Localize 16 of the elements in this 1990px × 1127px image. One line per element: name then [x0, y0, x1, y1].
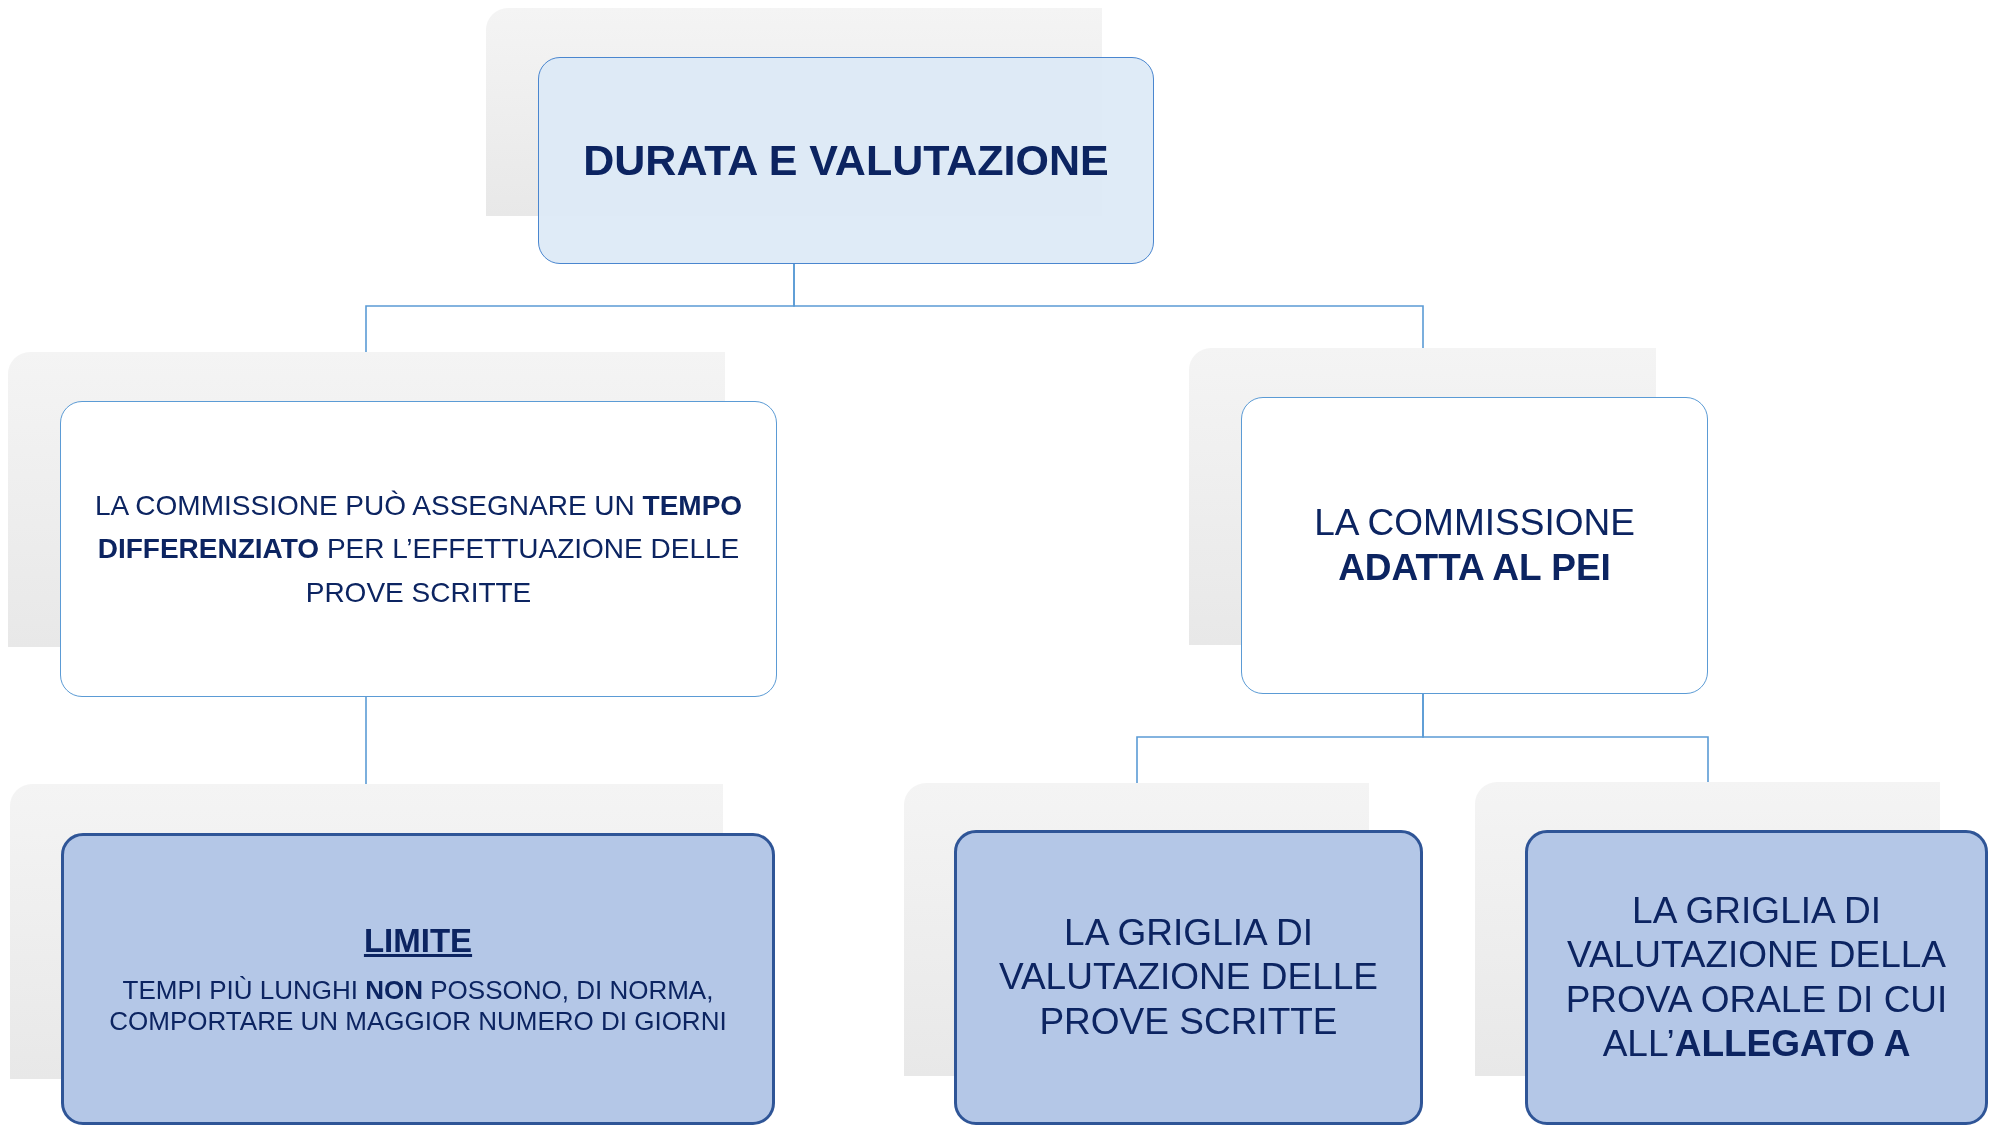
card-shadow — [486, 8, 1154, 264]
card-shadow — [1475, 782, 1988, 1125]
heading-text: LIMITE — [363, 921, 473, 961]
body-text: LA GRIGLIA DI VALUTAZIONE DELLA PROVA ORALE DI CUI ALL’ALLEGATO A — [1564, 888, 1949, 1066]
card-shadow — [10, 784, 775, 1125]
card-shadow — [1189, 348, 1708, 694]
body-text: LA COMMISSIONE PUÒ ASSEGNARE UN TEMPO DIFFERENZIATO PER L’EFFETTUAZIONE DELLE PROVE SCRITTE — [93, 488, 744, 610]
card-shadow — [904, 783, 1423, 1125]
title-text: DURATA E VALUTAZIONE — [583, 134, 1109, 186]
connector-line — [793, 263, 1424, 349]
card-shadow — [8, 352, 777, 697]
connector-line — [1422, 693, 1709, 783]
body-text: LA GRIGLIA DI VALUTAZIONE DELLE PROVE SCRITTE — [998, 910, 1379, 1044]
body-text: LA COMMISSIONE ADATTA AL PEI — [1313, 501, 1636, 590]
connector-line — [365, 696, 367, 785]
body-text: TEMPI PIÙ LUNGHI NON POSSONO, DI NORMA, COMPORTARE UN MAGGIOR NUMERO DI GIORNI — [108, 974, 728, 1037]
